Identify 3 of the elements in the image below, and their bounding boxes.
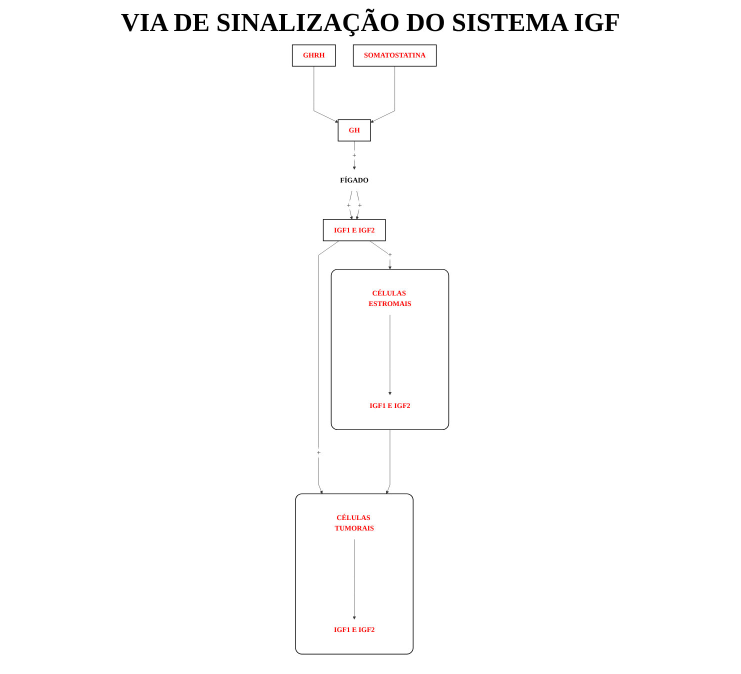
cluster [295, 493, 414, 654]
diagram-title: VIA DE SINALIZAÇÃO DO SISTEMA IGF [120, 8, 622, 38]
cluster [330, 268, 450, 430]
